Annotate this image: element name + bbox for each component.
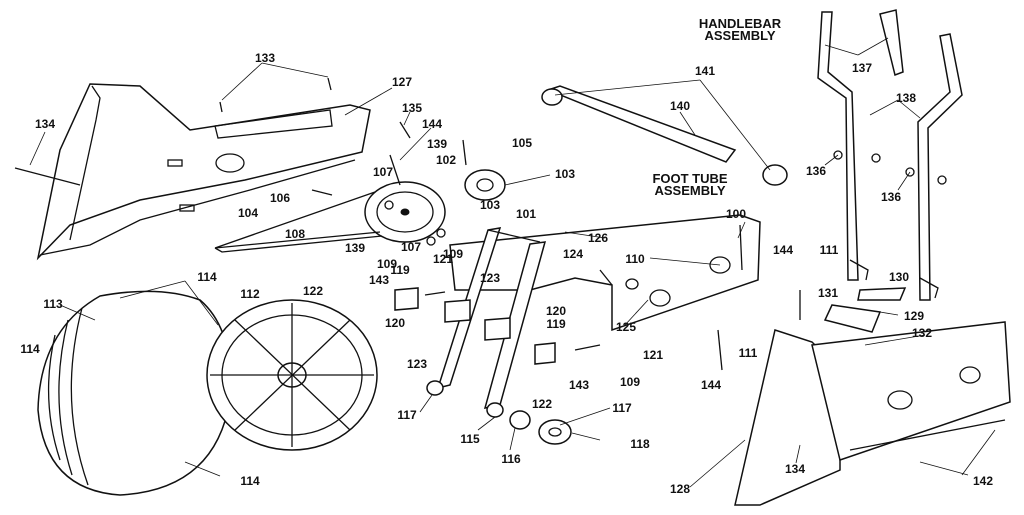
part-label-138: 138 xyxy=(896,91,916,105)
part-label-124: 124 xyxy=(563,247,583,261)
part-label-125: 125 xyxy=(616,320,636,334)
part-label-113: 113 xyxy=(43,297,63,311)
part-label-134a: 134 xyxy=(35,117,55,131)
part-label-116: 116 xyxy=(501,452,521,466)
part-label-137: 137 xyxy=(852,61,872,75)
foot-tube-part xyxy=(541,85,788,186)
part-label-108: 108 xyxy=(285,227,305,241)
part-label-140: 140 xyxy=(670,99,690,113)
part-label-133: 133 xyxy=(255,51,275,65)
part-label-120b: 120 xyxy=(546,304,566,318)
handlebar-part xyxy=(817,9,963,301)
part-label-121a: 121 xyxy=(433,252,453,266)
foot-tube-title-line1: FOOT TUBE xyxy=(652,171,727,186)
part-label-110: 110 xyxy=(625,252,645,266)
part-label-105: 105 xyxy=(512,136,532,150)
part-label-109a: 109 xyxy=(443,247,463,261)
leader-lines xyxy=(29,37,996,488)
part-label-111b: 111 xyxy=(739,346,758,360)
part-label-128: 128 xyxy=(670,482,690,496)
part-label-126: 126 xyxy=(588,231,608,245)
left-shroud-part xyxy=(36,83,371,261)
part-label-127: 127 xyxy=(392,75,412,89)
part-label-100: 100 xyxy=(726,207,746,221)
part-label-141: 141 xyxy=(695,64,715,78)
part-label-109c: 109 xyxy=(620,375,640,389)
part-label-132: 132 xyxy=(912,326,932,340)
part-label-117b: 117 xyxy=(612,401,632,415)
part-label-144a: 144 xyxy=(422,117,442,131)
pedal-parts xyxy=(717,287,907,371)
part-label-130: 130 xyxy=(889,270,909,284)
part-label-102: 102 xyxy=(436,153,456,167)
part-label-123b: 123 xyxy=(407,357,427,371)
part-label-143b: 143 xyxy=(569,378,589,392)
part-label-129: 129 xyxy=(904,309,924,323)
flywheel-part xyxy=(206,299,378,451)
part-label-104: 104 xyxy=(238,206,258,220)
part-label-103b: 103 xyxy=(480,198,500,212)
part-label-106: 106 xyxy=(270,191,290,205)
handlebar-title-line2: ASSEMBLY xyxy=(704,28,775,43)
part-label-119a: 119 xyxy=(390,263,410,277)
drive-pulley-part xyxy=(214,169,506,253)
part-label-134b: 134 xyxy=(785,462,805,476)
part-label-144c: 144 xyxy=(701,378,721,392)
part-label-111a: 111 xyxy=(820,243,839,257)
part-label-101: 101 xyxy=(516,207,536,221)
part-label-115: 115 xyxy=(460,432,480,446)
part-label-107b: 107 xyxy=(401,240,421,254)
part-label-109b: 109 xyxy=(377,257,397,271)
flywheel-cover-part xyxy=(37,290,232,496)
main-frame-part xyxy=(449,214,761,332)
part-label-103a: 103 xyxy=(555,167,575,181)
handlebar-title-line1: HANDLEBAR xyxy=(699,16,782,31)
part-label-143a: 143 xyxy=(369,273,389,287)
part-label-114c: 114 xyxy=(240,474,260,488)
part-label-139a: 139 xyxy=(427,137,447,151)
part-label-122b: 122 xyxy=(532,397,552,411)
part-label-123a: 123 xyxy=(480,271,500,285)
part-label-131: 131 xyxy=(818,286,838,300)
foot-tube-title-line2: ASSEMBLY xyxy=(654,183,725,198)
part-label-144b: 144 xyxy=(773,243,793,257)
part-label-107a: 107 xyxy=(373,165,393,179)
part-label-118: 118 xyxy=(630,437,650,451)
part-label-136a: 136 xyxy=(806,164,826,178)
part-label-139b: 139 xyxy=(345,241,365,255)
hardware-parts xyxy=(14,77,467,246)
part-label-114a: 114 xyxy=(197,270,217,284)
part-label-142: 142 xyxy=(973,474,993,488)
part-label-117a: 117 xyxy=(397,408,417,422)
part-label-122a: 122 xyxy=(303,284,323,298)
part-label-112: 112 xyxy=(240,287,260,301)
part-label-136b: 136 xyxy=(881,190,901,204)
roller-parts xyxy=(509,410,572,445)
part-label-114b: 114 xyxy=(20,342,40,356)
part-label-121b: 121 xyxy=(643,348,663,362)
bracket-parts xyxy=(394,287,601,365)
part-label-120a: 120 xyxy=(385,316,405,330)
part-label-119b: 119 xyxy=(546,317,566,331)
right-shroud-part xyxy=(734,321,1011,506)
part-label-135: 135 xyxy=(402,101,422,115)
